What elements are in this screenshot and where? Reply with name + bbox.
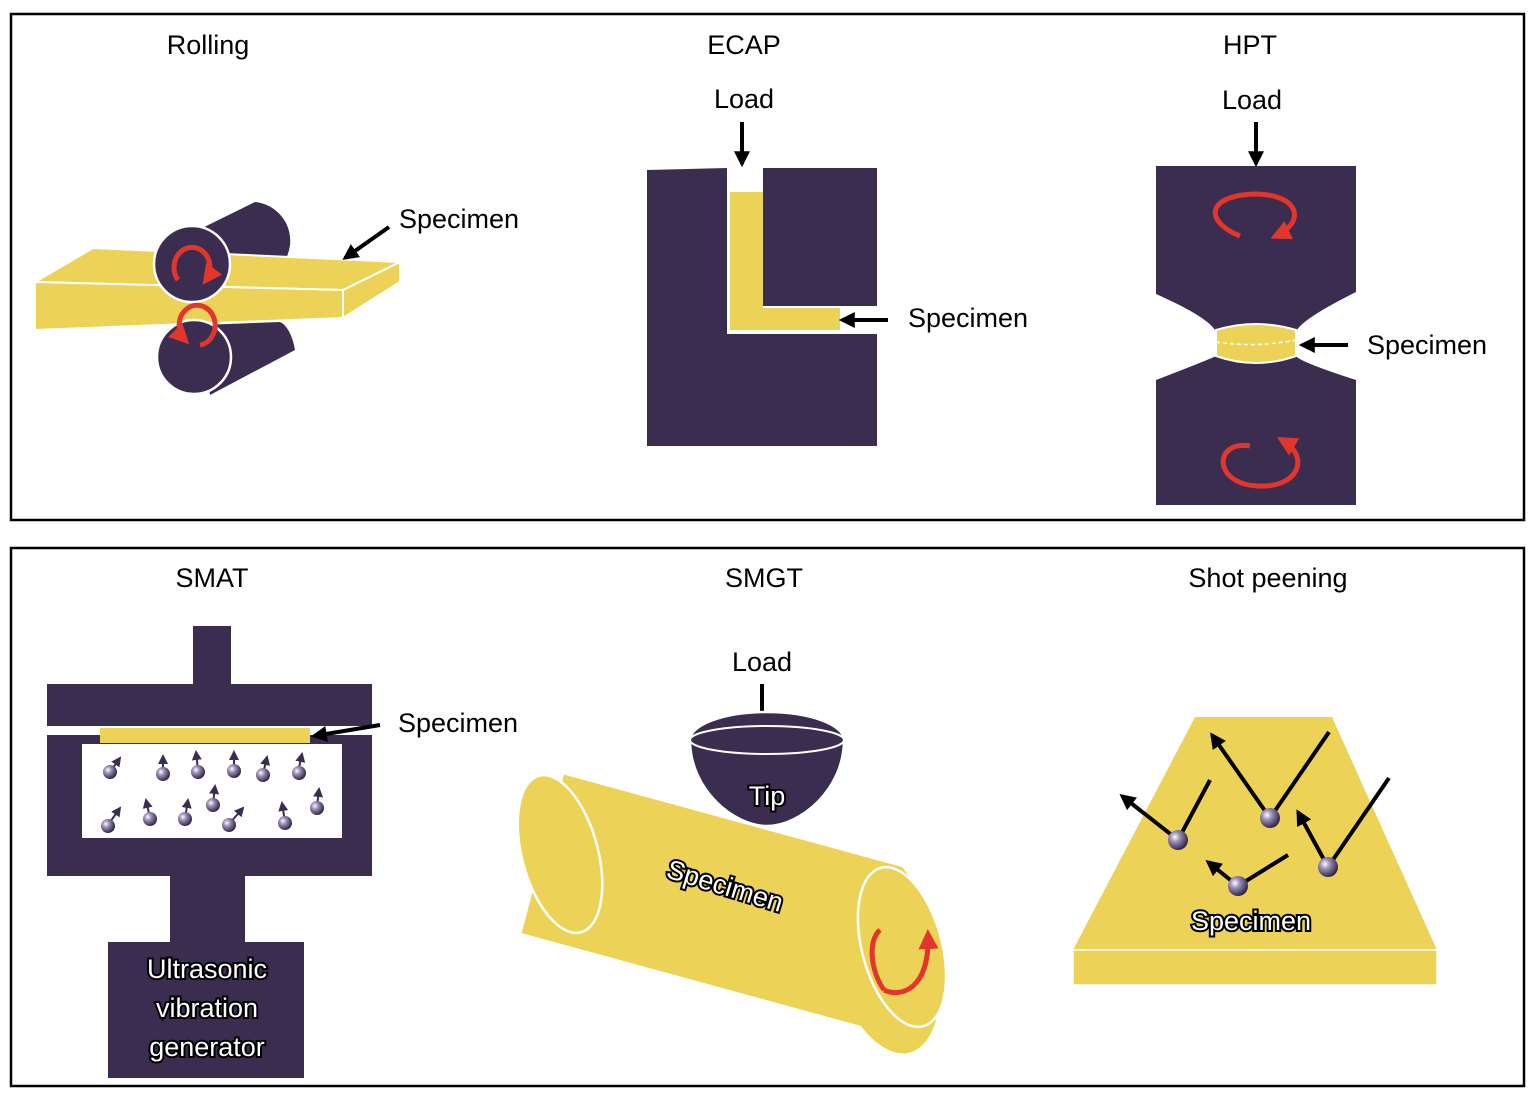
smat-ball <box>227 750 241 778</box>
smgt-tip-top-rim <box>689 725 845 755</box>
smat-ball <box>142 798 157 826</box>
ecap-diagram: ECAP Load Specimen <box>647 30 1028 446</box>
smat-balls <box>101 750 324 833</box>
rolling-specimen-label: Specimen <box>399 204 519 234</box>
smgt-load-label: Load <box>732 647 792 677</box>
smat-generator-label-line1: Ultrasonic <box>147 954 267 984</box>
smat-ball <box>206 784 220 812</box>
smat-specimen-label: Specimen <box>398 708 518 738</box>
ecap-die-right <box>763 168 877 306</box>
smgt-rotation-arrow <box>869 930 928 996</box>
smat-horn <box>170 876 245 944</box>
smgt-specimen-back-end <box>516 773 604 935</box>
rolling-diagram: Rolling Specimen <box>31 30 519 396</box>
smgt-title: SMGT <box>725 563 803 593</box>
smat-ball <box>256 755 271 782</box>
hpt-lower-anvil <box>1156 356 1356 505</box>
top-panel-frame <box>9 12 1526 522</box>
smat-ball <box>292 752 306 780</box>
smat-ball <box>222 806 245 832</box>
smat-diagram: SMAT Ultrasonic vibration generator Spec… <box>47 563 518 1078</box>
shot-ball <box>1168 830 1188 850</box>
smat-top-lid <box>47 684 372 726</box>
top-roller-rotation-arrow <box>171 245 223 285</box>
hpt-title: HPT <box>1223 30 1277 60</box>
smat-generator-label-line2: vibration <box>156 993 258 1023</box>
rolling-specimen-side-face <box>342 260 401 320</box>
smat-generator-label-line3: generator <box>149 1032 265 1062</box>
smat-ball <box>103 756 122 779</box>
ecap-die-left <box>647 168 877 446</box>
hpt-specimen-disc <box>1215 323 1297 364</box>
hpt-diagram: HPT Load Specimen <box>1156 30 1487 505</box>
smat-ball <box>178 798 192 826</box>
ecap-title: ECAP <box>707 30 781 60</box>
smat-chamber <box>47 735 372 876</box>
smat-specimen-arrow <box>310 723 381 742</box>
ecap-load-label: Load <box>714 84 774 114</box>
shot-peening-diagram: Shot peening Specimen <box>1072 563 1438 986</box>
top-roller-end <box>152 224 232 304</box>
smat-ball <box>191 750 205 779</box>
shot-ball <box>1228 876 1248 896</box>
bottom-panel-frame <box>9 546 1526 1088</box>
hpt-specimen-label: Specimen <box>1367 330 1487 360</box>
smgt-tip-label: Tip <box>749 781 786 811</box>
smat-ball <box>156 754 170 781</box>
smat-ball <box>310 787 324 815</box>
shot-peening-title: Shot peening <box>1188 563 1347 593</box>
smat-ball <box>101 806 122 833</box>
shot-specimen-label: Specimen <box>1191 906 1311 936</box>
hpt-upper-rotation-arrow <box>1212 191 1297 240</box>
smat-specimen <box>100 728 310 743</box>
shot-specimen-top-face <box>1073 717 1437 950</box>
shot-ball <box>1318 857 1338 877</box>
shot-specimen-front-face <box>1072 949 1438 986</box>
hpt-load-label: Load <box>1222 85 1282 115</box>
rolling-specimen-arrow <box>342 225 391 260</box>
bottom-roller-end <box>155 318 233 396</box>
smat-ball <box>278 801 292 830</box>
ecap-specimen <box>730 192 840 330</box>
hpt-specimen-dashed-edge <box>1215 339 1297 346</box>
shot-ball <box>1260 808 1280 828</box>
bottom-roller-rotation-arrow <box>168 302 218 348</box>
hpt-lower-rotation-arrow <box>1220 437 1301 489</box>
smat-generator-box <box>108 942 304 1078</box>
rolling-title: Rolling <box>167 30 250 60</box>
ecap-specimen-label: Specimen <box>908 303 1028 333</box>
smat-top-shaft <box>193 626 231 686</box>
smat-title: SMAT <box>176 563 249 593</box>
hpt-upper-anvil <box>1156 166 1356 332</box>
smgt-diagram: SMGT Load Tip Specimen <box>516 563 948 1056</box>
